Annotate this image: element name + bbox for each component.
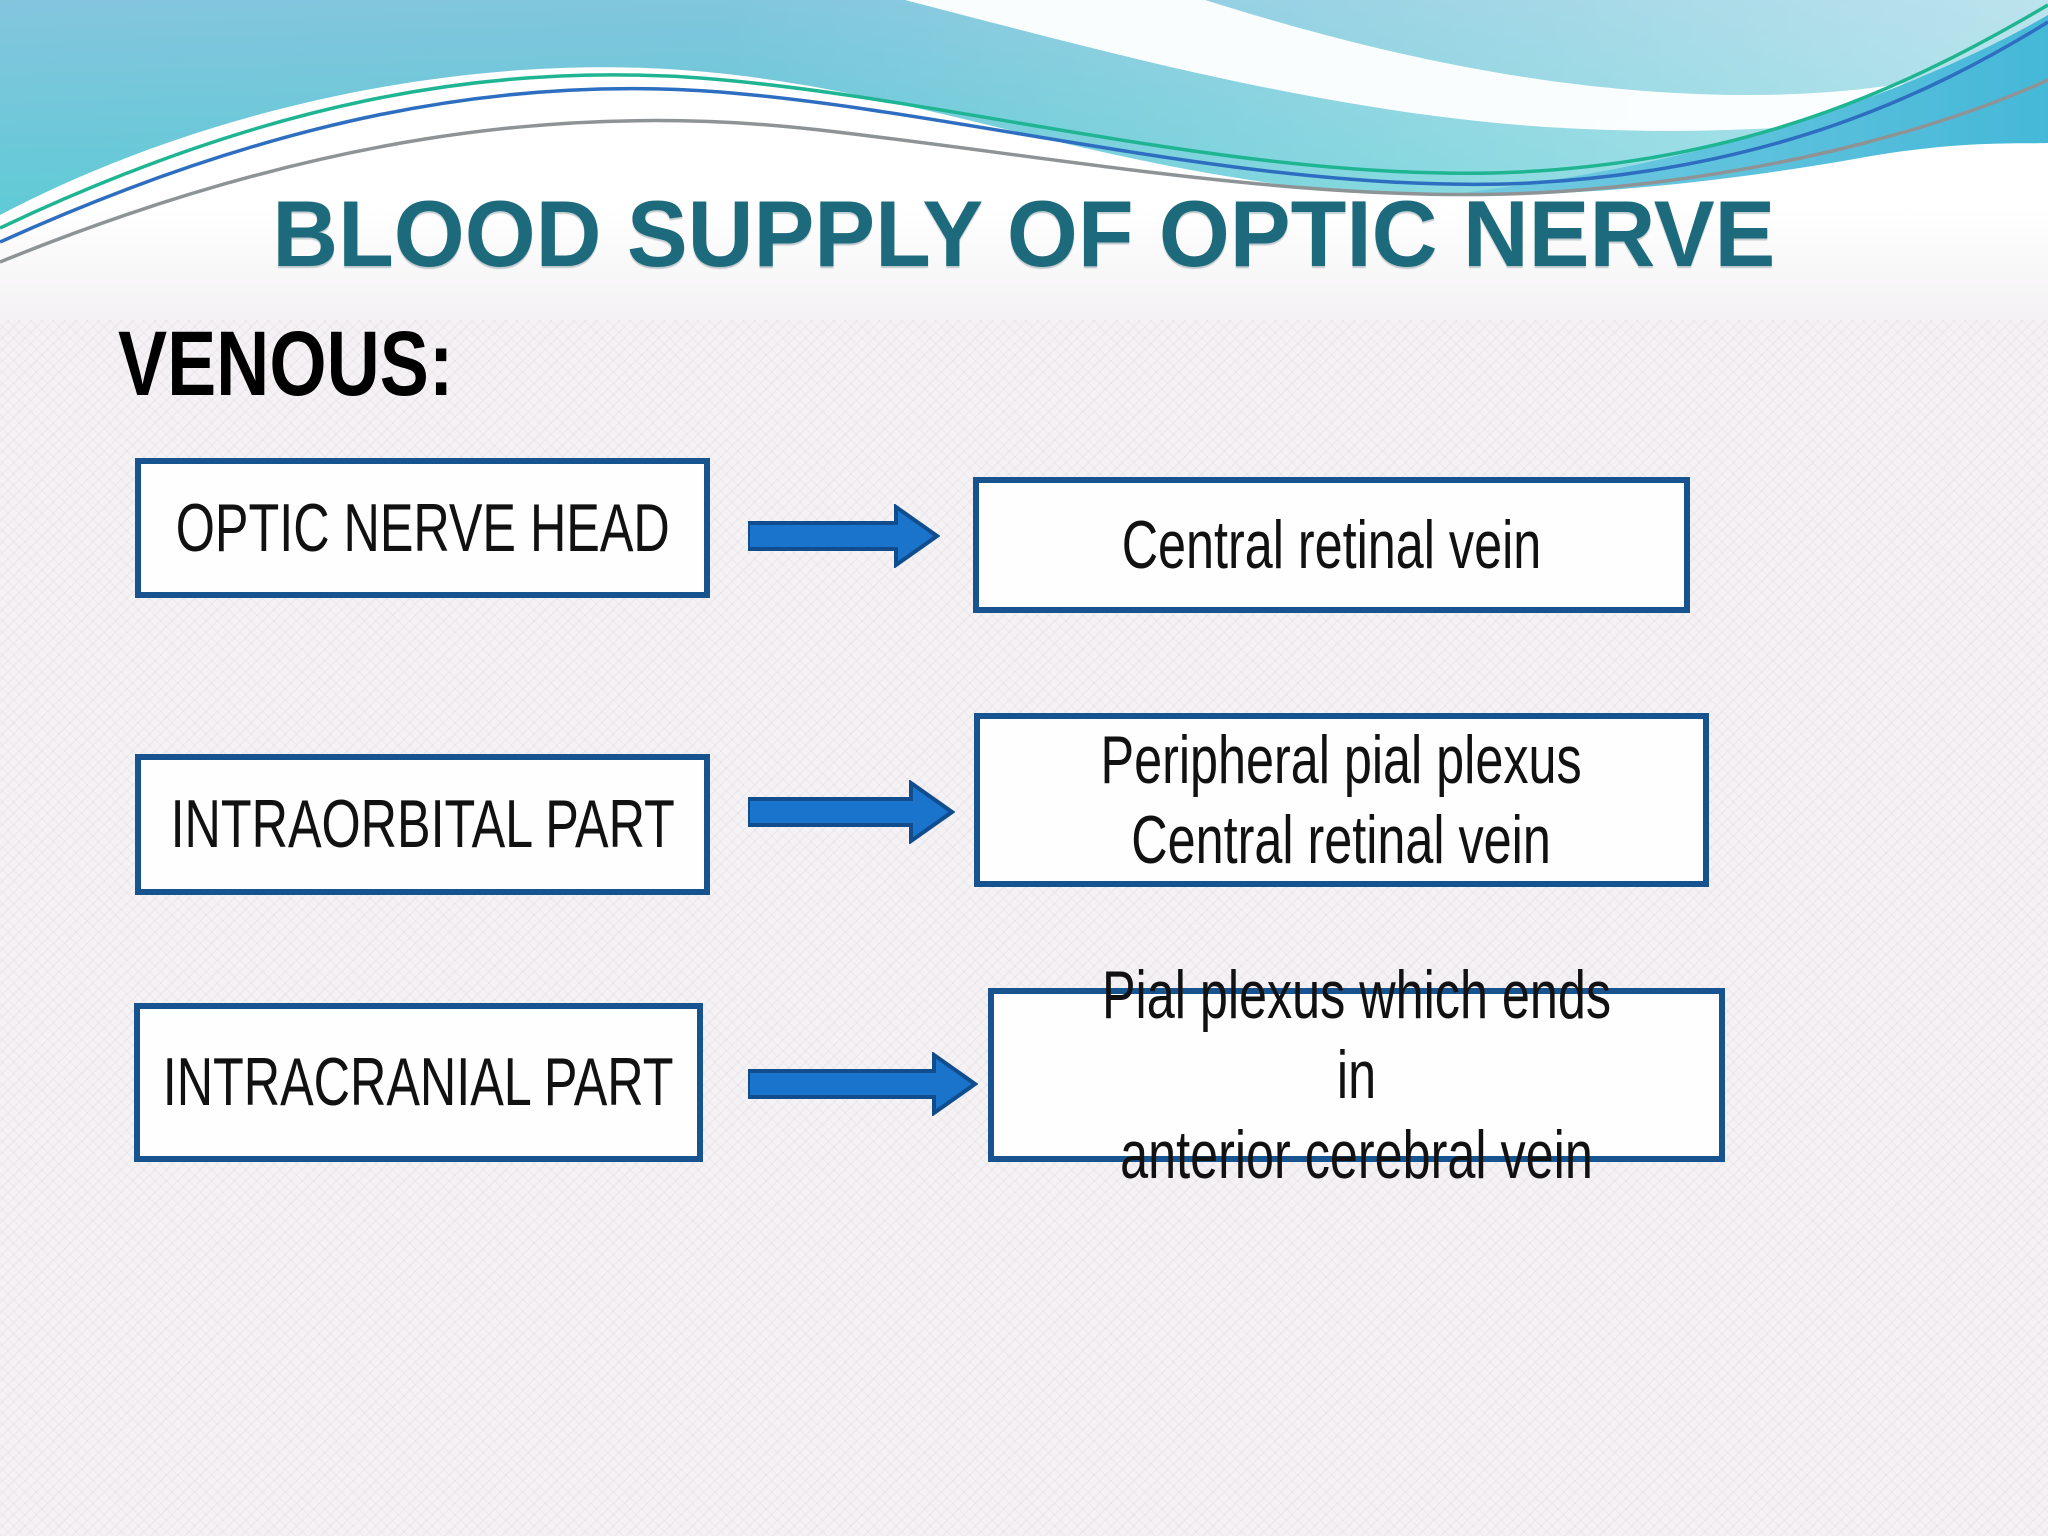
- accent-line-blue: [0, 20, 2048, 244]
- flow-target-box-central-retinal-vein: Central retinal vein: [973, 477, 1690, 613]
- flow-target-label: Central retinal vein: [1121, 506, 1542, 583]
- accent-line-gray: [0, 78, 2048, 264]
- right-block-arrow-icon: [748, 1052, 978, 1116]
- wave-banner-decoration: [0, 0, 2048, 320]
- flow-source-label: OPTIC NERVE HEAD: [175, 489, 670, 566]
- flow-source-label: INTRACRANIAL PART: [163, 1044, 674, 1121]
- right-block-arrow-icon: [748, 780, 955, 844]
- flow-source-label: INTRAORBITAL PART: [170, 786, 675, 863]
- page-title: BLOOD SUPPLY OF OPTIC NERVE: [0, 187, 2048, 281]
- flow-target-label: Pial plexus which ends in anterior cereb…: [1101, 956, 1612, 1194]
- section-heading-text: VENOUS:: [118, 313, 454, 415]
- section-heading: VENOUS:: [118, 318, 537, 410]
- flow-target-box-pial-plexus-anterior-cerebral-vein: Pial plexus which ends in anterior cereb…: [988, 957, 1725, 1193]
- flow-target-box-pial-plexus-central-retinal-vein: Peripheral pial plexus Central retinal v…: [974, 713, 1709, 887]
- flow-target-label: Peripheral pial plexus Central retinal v…: [1100, 721, 1583, 878]
- banner-bottom-white-wave: [0, 67, 2048, 320]
- flow-source-box-optic-nerve-head: OPTIC NERVE HEAD: [135, 458, 710, 598]
- page-title-text: BLOOD SUPPLY OF OPTIC NERVE: [272, 181, 1776, 286]
- flow-source-box-intraorbital-part: INTRAORBITAL PART: [135, 754, 710, 895]
- banner-turquoise-band: [900, 15, 2048, 224]
- accent-line-green: [0, 3, 2048, 230]
- banner-white-swoosh: [905, 0, 2048, 131]
- right-block-arrow-icon: [748, 504, 940, 568]
- flow-source-box-intracranial-part: INTRACRANIAL PART: [134, 1003, 703, 1162]
